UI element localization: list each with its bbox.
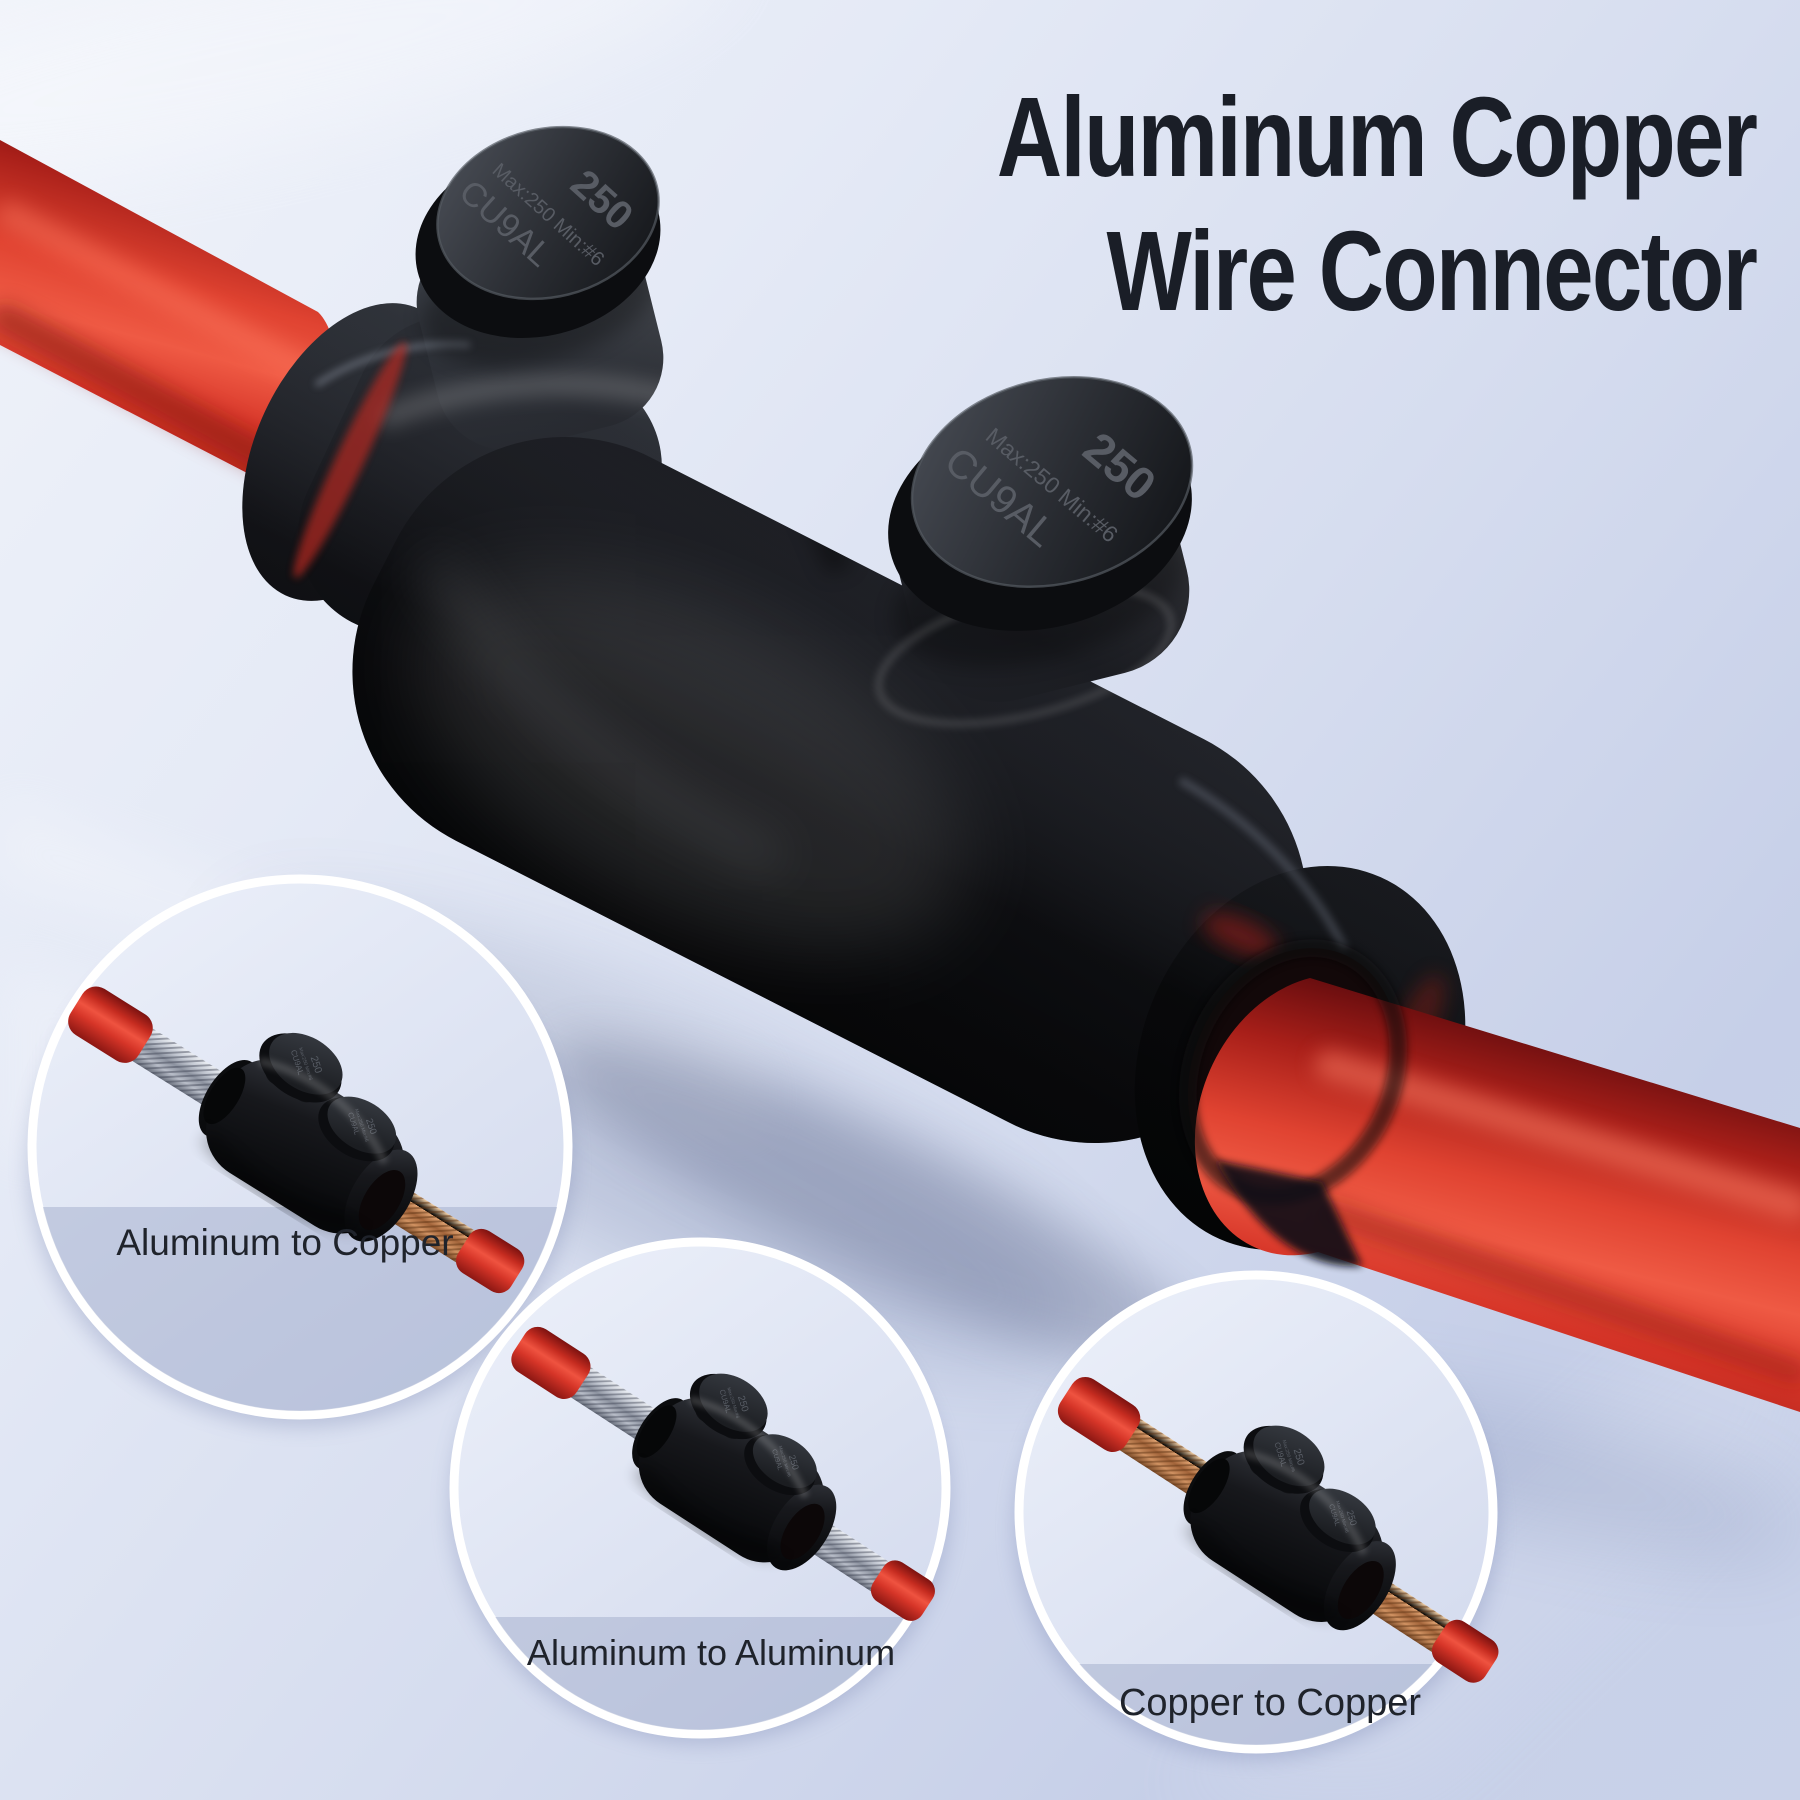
inset-copper-to-copper	[1014, 1270, 1542, 1759]
inset-label-aluminum-to-aluminum: Aluminum to Aluminum	[526, 1632, 896, 1673]
connector-cap-left: 250 Max:250 Min:#6 CU9AL	[415, 125, 661, 339]
mini-connector-cu-cu	[1033, 1314, 1541, 1719]
inset-aluminum-to-copper	[27, 874, 572, 1427]
page-title: Aluminum Copper Wire Connector	[996, 70, 1758, 338]
inset-label-copper-to-copper: Copper to Copper	[1118, 1682, 1422, 1724]
title-line-2: Wire Connector	[1106, 208, 1757, 334]
red-cable-right	[1178, 939, 1800, 1412]
mini-connector-al-al	[488, 1266, 977, 1656]
inset-aluminum-to-aluminum	[449, 1237, 977, 1744]
connector-cap-right: 250 Max:250 Min:#6 CU9AL	[888, 375, 1194, 631]
title-line-1: Aluminum Copper	[996, 74, 1758, 200]
mini-connector-al-cu	[43, 921, 567, 1331]
inset-label-aluminum-to-copper: Aluminum to Copper	[116, 1222, 454, 1263]
